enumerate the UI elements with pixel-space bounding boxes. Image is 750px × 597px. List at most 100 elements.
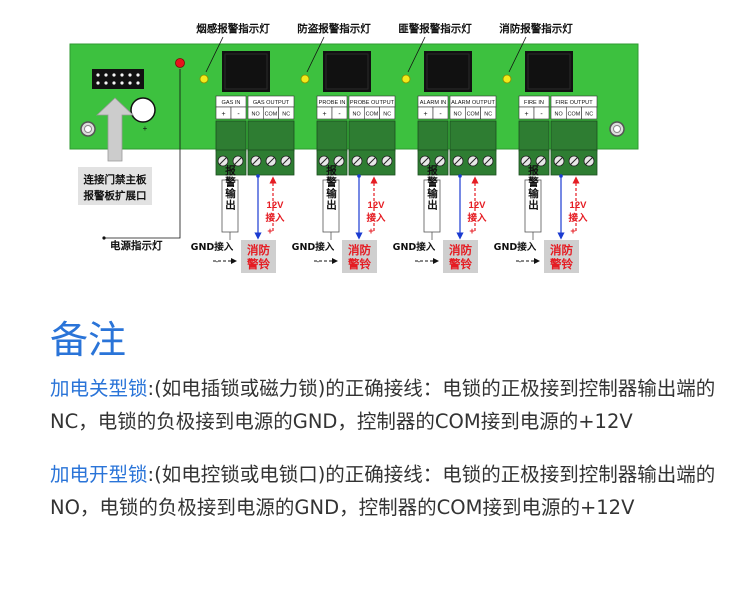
pin-out-1: NO [555,112,563,118]
pin-out-1: NO [353,112,361,118]
terminal-screw-slot [522,157,530,165]
input-label: ALARM IN [420,100,446,106]
connector-arrow [95,97,135,162]
pin-out-3: NC [282,112,290,118]
note-2-highlight: 加电开型锁 [50,463,148,486]
fire-bell-box [241,240,276,273]
relay [525,51,573,92]
terminal-screw-slot [383,157,391,165]
pin-minus: - [439,111,442,118]
input-label: FIRE IN [524,100,544,106]
pin-out-box [480,106,497,120]
v12-label-line2: 接入 [568,212,588,224]
fire-bell-line1: 消防 [449,243,472,257]
pin-out-3: NC [484,112,492,118]
v12-label-line2: 接入 [467,212,487,224]
v12-label-line1: 12V [570,200,588,211]
v12-label-line2: 接入 [265,212,285,224]
terminal-screw-slot [484,157,492,165]
gnd-minus: - [519,257,522,266]
v12-plus: + [469,226,474,236]
terminal-screw-slot [219,157,227,165]
relay [424,51,472,92]
terminal-screw-slot [421,157,429,165]
fire-bell-line2: 警铃 [347,257,371,271]
terminal-block-output [550,120,598,152]
indicator-leader [205,36,224,73]
terminal-screw-slot [320,157,328,165]
com-arrow-dot [357,174,361,178]
notes-title: 备注 [50,318,127,362]
note-1-text: :(如电插锁或磁力锁)的正确接线：电锁的正极接到控制器输出端的NC，电锁的负极接… [50,377,716,433]
fire-bell-line1: 消防 [247,243,270,257]
relay [222,51,270,92]
connector-note-line2: 报警板扩展口 [84,189,147,202]
com-arrow-dot [458,174,462,178]
pin-minus-box [432,106,449,120]
terminal-screw-slot [555,157,563,165]
fire-bell-box [544,240,579,273]
indicator-title: 消防报警指示灯 [499,22,573,35]
indicator-leader [508,36,527,73]
pin-minus-box [230,106,247,120]
gnd-label: GND接入 [292,241,335,253]
terminal-block-output [449,120,497,152]
fire-bell-line1: 消防 [348,243,371,257]
mount-hole-right [609,121,625,137]
terminal-block-input [518,120,550,152]
v12-label-line1: 12V [368,200,386,211]
note-2-text: :(如电控锁或电锁口)的正确接线：电锁的正极接到控制器输出端的NO，电锁的负极接… [50,463,716,519]
pin-plus: + [221,111,225,118]
power-led-label: 电源指示灯 [110,239,163,252]
terminal-block-input [316,120,348,152]
pin-minus-box [533,106,550,120]
terminal-screw-slot [537,157,545,165]
indicator-title: 防盗报警指示灯 [297,22,371,35]
terminal-screw-slot [454,157,462,165]
terminal-block-output [348,120,396,152]
terminal-screw-slot [252,157,260,165]
plus-mark: + [143,124,148,133]
alarm-output-label: 报警输出 [527,164,539,211]
pin-out-3: NC [383,112,391,118]
expansion-header [92,69,144,89]
terminal-block-input [417,120,449,152]
terminal-screw-slot [436,157,444,165]
indicator-title: 烟感报警指示灯 [196,22,270,35]
pin-out-2: COM [568,112,581,118]
v12-label-line2: 接入 [366,212,386,224]
terminal-block-output [247,120,295,152]
indicator-led [199,74,209,84]
terminal-screw-slot [353,157,361,165]
pin-out-1: NO [252,112,260,118]
fire-bell-line1: 消防 [550,243,573,257]
gnd-label: GND接入 [393,241,436,253]
power-led [175,58,185,68]
alarm-output-label: 报警输出 [426,164,438,211]
connector-note-line1: 连接门禁主板 [84,173,147,186]
terminal-screw-slot [234,157,242,165]
buzzer-icon [130,97,156,123]
pin-out-1: NO [454,112,462,118]
pin-minus-box [331,106,348,120]
notes-section: 备注 加电关型锁:(如电插锁或磁力锁)的正确接线：电锁的正极接到控制器输出端的N… [50,312,740,524]
gnd-label: GND接入 [191,241,234,253]
pin-plus: + [322,111,326,118]
pin-out-2: COM [366,112,379,118]
input-label: GAS IN [222,100,241,106]
terminal-screw-slot [267,157,275,165]
terminal-screw-slot [335,157,343,165]
v12-label-line1: 12V [469,200,487,211]
com-arrow-dot [256,174,260,178]
pin-out-box [379,106,396,120]
indicator-leader [306,36,325,73]
indicator-led [401,74,411,84]
pin-minus: - [237,111,240,118]
gnd-label: GND接入 [494,241,537,253]
indicator-led [502,74,512,84]
indicator-leader [407,36,426,73]
relay-inner [224,53,268,90]
relay-inner [527,53,571,90]
